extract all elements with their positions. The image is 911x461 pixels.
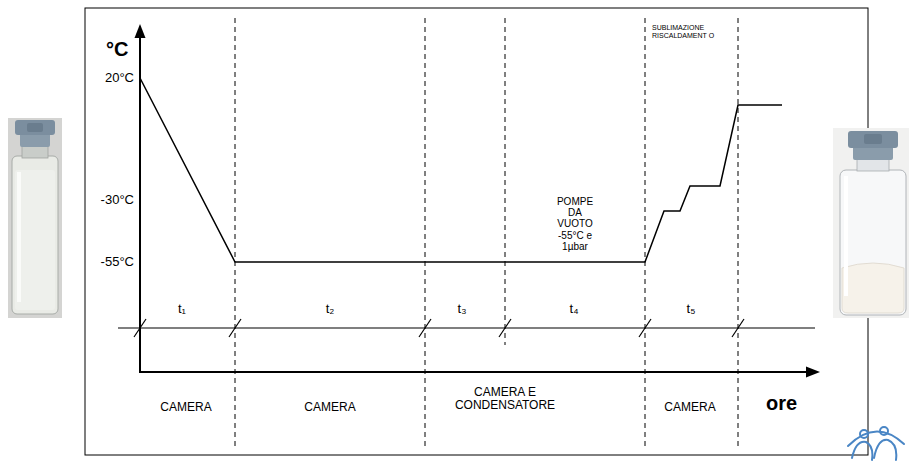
vial-stopper: [848, 131, 898, 148]
phase-divider: [505, 18, 506, 345]
time-tick: [732, 319, 744, 337]
time-ticks: [134, 319, 744, 337]
glass-highlight: [844, 176, 848, 296]
temperature-tick: -30°C: [101, 193, 134, 208]
axis-unit: ore: [766, 392, 797, 414]
x-axis-arrowhead: [806, 367, 820, 378]
phase-dividers: [235, 18, 738, 450]
stopper-center: [864, 134, 882, 144]
stopper-center: [27, 123, 43, 132]
y-axis-arrowhead: [135, 24, 146, 38]
equipment-label: CAMERA: [664, 401, 715, 414]
vial-neck: [22, 146, 48, 158]
vial-body: [840, 170, 906, 315]
phase-divider: [425, 18, 426, 450]
time-interval: t₄: [570, 302, 579, 317]
logo-figure: [852, 442, 872, 460]
glass-highlight: [17, 172, 21, 302]
time-interval: t₁: [178, 302, 186, 317]
equipment-label: CAMERA E CONDENSATORE: [449, 386, 561, 413]
powder-vial-photo: [833, 128, 909, 318]
phase-divider: [738, 18, 739, 450]
photo-background: [833, 128, 909, 318]
y-axis: [139, 36, 141, 372]
phase-divider: [235, 18, 236, 450]
time-interval: t₃: [458, 302, 467, 317]
time-tick: [419, 319, 431, 337]
temperature-curve: [140, 78, 782, 262]
equipment-label: CAMERA: [304, 401, 355, 414]
phase-note: POMPE DA VUOTO -55°C e 1µbar: [552, 196, 598, 252]
time-tick: [639, 319, 651, 337]
temperature-tick: -55°C: [101, 255, 134, 270]
logo: [848, 427, 904, 460]
time-interval: t₅: [687, 302, 696, 317]
time-axis: [118, 327, 815, 328]
axis-unit: °C: [106, 38, 128, 60]
dried-powder: [842, 263, 904, 313]
frame: [85, 8, 868, 455]
temperature-tick: 20°C: [105, 71, 134, 86]
logo-figure: [874, 440, 896, 460]
phase-note: SUBLIMAZIONE RISCALDAMENT O: [652, 24, 732, 40]
logo-arc: [848, 431, 904, 446]
x-axis: [139, 371, 806, 373]
time-interval: t₂: [326, 302, 335, 317]
vial-body: [12, 156, 58, 314]
equipment-label: CAMERA: [160, 401, 211, 414]
vial-stopper: [15, 120, 55, 135]
time-tick: [134, 319, 146, 337]
vial-liquid: [15, 170, 55, 310]
phase-divider: [645, 18, 646, 450]
photo-background: [8, 118, 62, 318]
time-tick: [229, 319, 241, 337]
vial-crimp: [853, 146, 893, 160]
liquid-vial-photo: [8, 118, 62, 318]
vial-neck: [857, 159, 889, 171]
time-tick: [499, 319, 511, 337]
vial-crimp: [20, 133, 50, 147]
